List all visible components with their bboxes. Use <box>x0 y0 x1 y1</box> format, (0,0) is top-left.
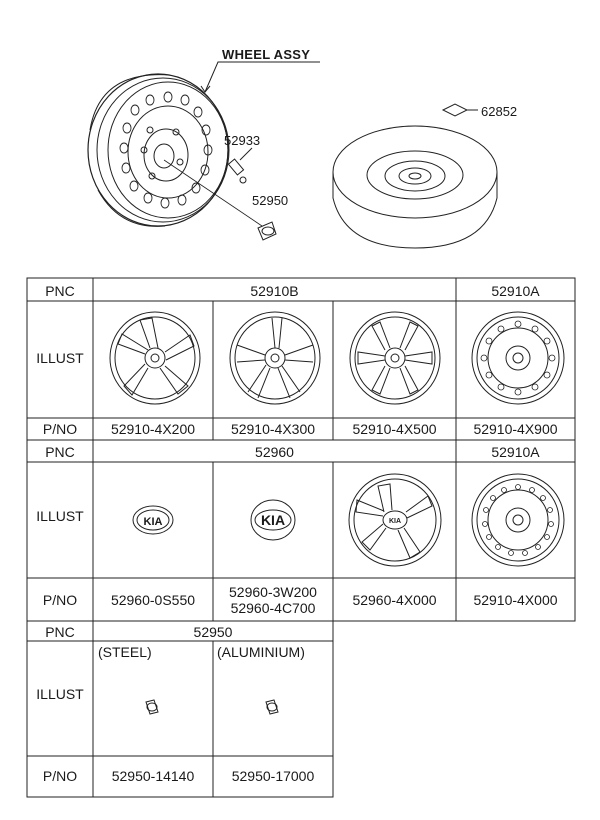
t2-part-1: 52960-3W200 <box>229 584 317 600</box>
callout-nut: 52950 <box>252 193 289 208</box>
kia-emblem-text-large: KIA <box>260 512 286 528</box>
table2-grid <box>26 439 576 622</box>
wheel-cover-4x000-illustration <box>348 473 442 567</box>
table1-grid <box>26 277 576 441</box>
t1-part-3: 52910-4X900 <box>473 421 558 437</box>
t1-pno-label: P/NO <box>42 421 78 437</box>
steel-wheel-4x000-illustration <box>471 473 565 567</box>
callout-valve: 52933 <box>224 133 261 148</box>
t2-pnc-main: 52960 <box>255 444 294 460</box>
steel-wheel-nut-illustration <box>145 699 159 715</box>
steel-wheel-4x900-illustration <box>471 311 565 405</box>
wheel-assy-illustration <box>87 61 320 241</box>
tire-illustration <box>332 103 498 249</box>
wheel-assy-label: WHEEL ASSY <box>222 47 311 62</box>
t3-steel-label: (STEEL) <box>98 644 152 660</box>
t2-part-4: 52910-4X000 <box>473 592 558 608</box>
t3-pnc-main: 52950 <box>193 624 233 640</box>
t2-illust-label: ILLUST <box>36 508 84 524</box>
t2-part-3: 52960-4X000 <box>352 592 437 608</box>
t2-pnc-label: PNC <box>45 444 75 460</box>
t2-pnc-right: 52910A <box>491 444 540 460</box>
t3-part-1: 52950-17000 <box>231 768 315 784</box>
t1-pnc-right: 52910A <box>491 283 540 299</box>
t1-pnc-label: PNC <box>45 283 75 299</box>
kia-emblem-3w200-illustration <box>250 499 296 541</box>
t2-part-2: 52960-4C700 <box>230 600 316 616</box>
t1-part-1: 52910-4X300 <box>230 421 316 437</box>
alloy-wheel-4x300-illustration <box>229 311 321 405</box>
t3-illust-label: ILLUST <box>36 686 84 702</box>
t3-part-0: 52950-14140 <box>111 768 195 784</box>
t3-pnc-label: PNC <box>45 624 75 640</box>
aluminium-wheel-nut-illustration <box>265 699 279 715</box>
t1-pnc-main: 52910B <box>250 283 299 299</box>
alloy-wheel-4x200-illustration <box>109 311 201 405</box>
t1-part-2: 52910-4X500 <box>352 421 437 437</box>
t1-part-0: 52910-4X200 <box>110 421 196 437</box>
kia-emblem-text-small: KIA <box>143 516 163 528</box>
t2-part-0: 52960-0S550 <box>110 592 196 608</box>
alloy-wheel-4x500-illustration <box>349 311 441 405</box>
t1-illust-label: ILLUST <box>36 350 84 366</box>
table3-grid <box>26 620 334 798</box>
t3-pno-label: P/NO <box>42 768 78 784</box>
kia-emblem-text-cover: KIA <box>388 518 402 525</box>
callout-tire: 62852 <box>481 104 518 119</box>
t3-alu-label: (ALUMINIUM) <box>217 644 305 660</box>
t2-pno-label: P/NO <box>42 592 78 608</box>
kia-emblem-0s550-illustration <box>132 505 174 535</box>
